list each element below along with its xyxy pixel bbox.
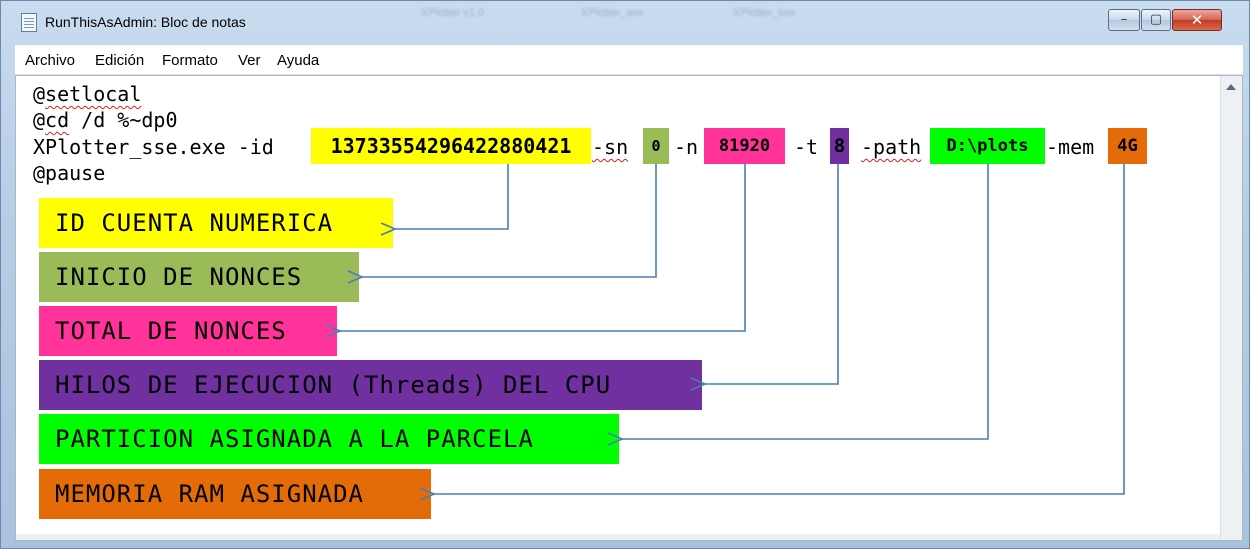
- code-line-4: @pause: [33, 161, 106, 185]
- scroll-up-arrow-icon[interactable]: [1226, 84, 1236, 90]
- menu-ayuda[interactable]: Ayuda: [277, 52, 320, 69]
- code-text: /d %~dp0: [69, 108, 178, 132]
- menu-bar: Archivo Edición Formato Ver Ayuda: [15, 45, 1243, 75]
- code-line-1: @setlocal: [33, 82, 141, 106]
- notepad-icon: [21, 13, 37, 32]
- code-line-3-exe: XPlotter_sse.exe -id: [33, 135, 274, 159]
- close-button[interactable]: ✕: [1172, 9, 1222, 31]
- param-id-highlight: 13733554296422880421: [311, 128, 591, 164]
- menu-archivo[interactable]: Archivo: [25, 52, 76, 69]
- code-line-2: @cd /d %~dp0: [33, 108, 178, 132]
- param-sn-highlight: 0: [643, 128, 669, 164]
- param-t-highlight: 8: [830, 128, 849, 164]
- label-sn: INICIO DE NONCES: [39, 252, 359, 302]
- param-n-highlight: 81920: [704, 128, 785, 164]
- title-bar[interactable]: RunThisAsAdmin: Bloc de notas XPlotter v…: [1, 1, 1250, 43]
- label-path: PARTICION ASIGNADA A LA PARCELA: [39, 414, 619, 464]
- label-t: HILOS DE EJECUCION (Threads) DEL CPU: [39, 360, 702, 410]
- maximize-icon: ▢: [1149, 12, 1163, 27]
- menu-formato[interactable]: Formato: [162, 52, 218, 69]
- menu-ver[interactable]: Ver: [238, 52, 261, 69]
- flag-sn: -sn: [592, 135, 628, 159]
- code-text: @: [33, 108, 46, 132]
- code-text: -sn: [592, 135, 629, 159]
- minimize-icon: –: [1120, 12, 1128, 27]
- ghost-tab: XPlotter_sse: [733, 7, 796, 19]
- vertical-scrollbar[interactable]: [1220, 76, 1242, 540]
- code-text: cd: [45, 108, 70, 132]
- flag-n: -n: [674, 135, 699, 159]
- code-text: -path: [861, 135, 922, 159]
- code-text: setlocal: [45, 82, 142, 106]
- minimize-button[interactable]: –: [1108, 9, 1140, 31]
- param-mem-highlight: 4G: [1108, 128, 1147, 164]
- label-mem: MEMORIA RAM ASIGNADA: [39, 469, 431, 519]
- flag-mem: -mem: [1046, 135, 1095, 159]
- code-text: @: [33, 82, 46, 106]
- param-path-highlight: D:\plots: [930, 128, 1045, 164]
- flag-t: -t: [794, 135, 819, 159]
- label-id: ID CUENTA NUMERICA: [39, 198, 393, 248]
- label-n: TOTAL DE NONCES: [39, 306, 337, 356]
- ghost-tab: XPlotter v1.0: [421, 7, 484, 19]
- flag-path: -path: [861, 135, 921, 159]
- horizontal-scrollbar[interactable]: [16, 534, 1220, 540]
- menu-edicion[interactable]: Edición: [95, 52, 145, 69]
- ghost-tab: XPlotter_avx: [581, 7, 644, 19]
- maximize-button[interactable]: ▢: [1141, 9, 1171, 31]
- close-icon: ✕: [1190, 11, 1204, 29]
- window-title: RunThisAsAdmin: Bloc de notas: [45, 14, 246, 30]
